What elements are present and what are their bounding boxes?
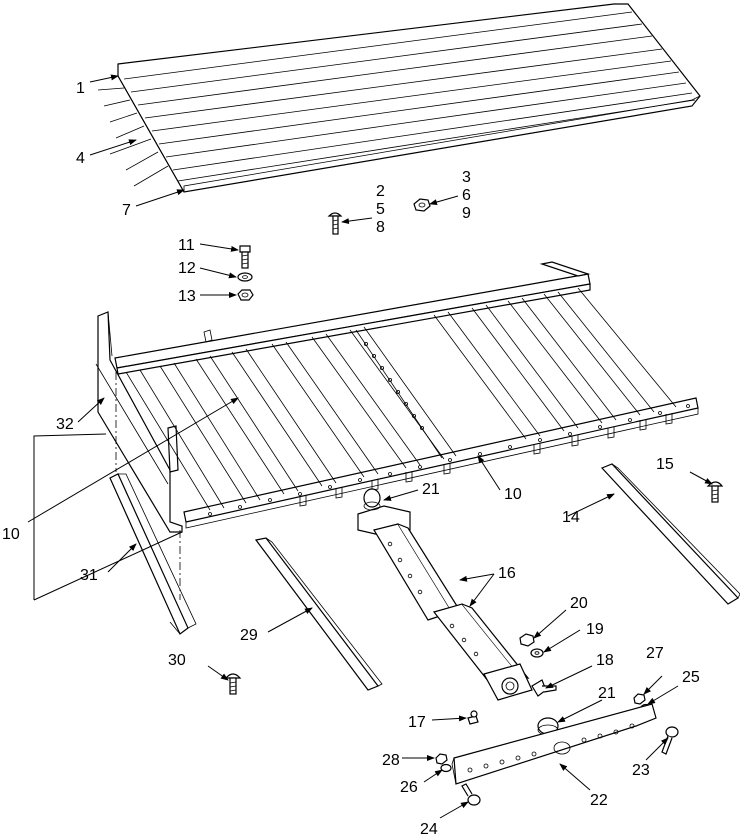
bolt-23: [661, 726, 679, 755]
nut-13: [237, 289, 254, 301]
callout-1: 1: [76, 80, 85, 97]
callout-22: 22: [590, 792, 608, 809]
leader-lines: [27, 74, 713, 819]
grease-fitting-17: [467, 710, 479, 725]
callout-19: 19: [586, 621, 604, 638]
washer-12: [237, 272, 253, 282]
main-frame: [95, 261, 699, 600]
bushing-21-upper: [363, 488, 381, 511]
board-leader-lines: [97, 87, 169, 187]
callout-25: 25: [682, 669, 700, 686]
callout-12: 12: [178, 260, 196, 277]
angle-rail-14: [600, 463, 740, 605]
callout-26: 26: [400, 779, 418, 796]
callout-29: 29: [240, 627, 258, 644]
front-rail-holes: [208, 404, 690, 516]
callout-7: 7: [122, 202, 131, 219]
bolt-2-5-8: [327, 212, 343, 235]
callout-27: 27: [646, 645, 664, 662]
nut-20: [519, 633, 535, 647]
bolt-15: [706, 481, 724, 503]
washer-26: [440, 763, 452, 773]
callout-labels: 1 4 7 2 5 8 3 6 9 11 12 13 32 10 10 31 1…: [2, 80, 700, 838]
bolt-18: [531, 679, 557, 697]
callout-28: 28: [382, 752, 400, 769]
callout-21-upper: 21: [422, 481, 440, 498]
callout-14: 14: [562, 509, 580, 526]
callout-15: 15: [656, 456, 674, 473]
callout-16: 16: [498, 565, 516, 582]
bolt-11: [239, 245, 251, 269]
telescoping-post-16: [357, 505, 533, 701]
callout-8: 8: [376, 219, 385, 236]
callout-17: 17: [408, 714, 426, 731]
angle-rail-31: [109, 473, 197, 635]
bolt-30: [224, 673, 242, 695]
angle-rail-29: [254, 537, 383, 691]
deck-board-assembly: [117, 3, 701, 193]
callout-11: 11: [178, 237, 195, 254]
callout-32: 32: [56, 416, 74, 433]
nut-27: [633, 693, 646, 705]
callout-13: 13: [178, 288, 196, 305]
callout-9: 9: [462, 205, 471, 222]
slat-clips: [203, 329, 673, 507]
callout-4: 4: [76, 150, 85, 167]
nut-28: [435, 753, 448, 765]
callout-21-lower: 21: [598, 685, 616, 702]
callout-5: 5: [376, 201, 385, 218]
callout-10-right: 10: [504, 486, 522, 503]
callout-18: 18: [596, 652, 614, 669]
callout-10-left: 10: [2, 526, 20, 543]
callout-3: 3: [462, 169, 471, 186]
callout-23: 23: [632, 762, 650, 779]
nut-3-6-9: [413, 198, 431, 212]
callout-31: 31: [80, 567, 98, 584]
callout-24: 24: [420, 821, 438, 838]
frame-hole-row: [363, 341, 424, 430]
callout-30: 30: [168, 652, 186, 669]
callout-2: 2: [376, 183, 385, 200]
callout-20: 20: [570, 595, 588, 612]
washer-19: [530, 648, 544, 658]
bolt-24: [461, 783, 481, 806]
cross-bar-22: [451, 703, 657, 785]
callout-6: 6: [462, 187, 471, 204]
